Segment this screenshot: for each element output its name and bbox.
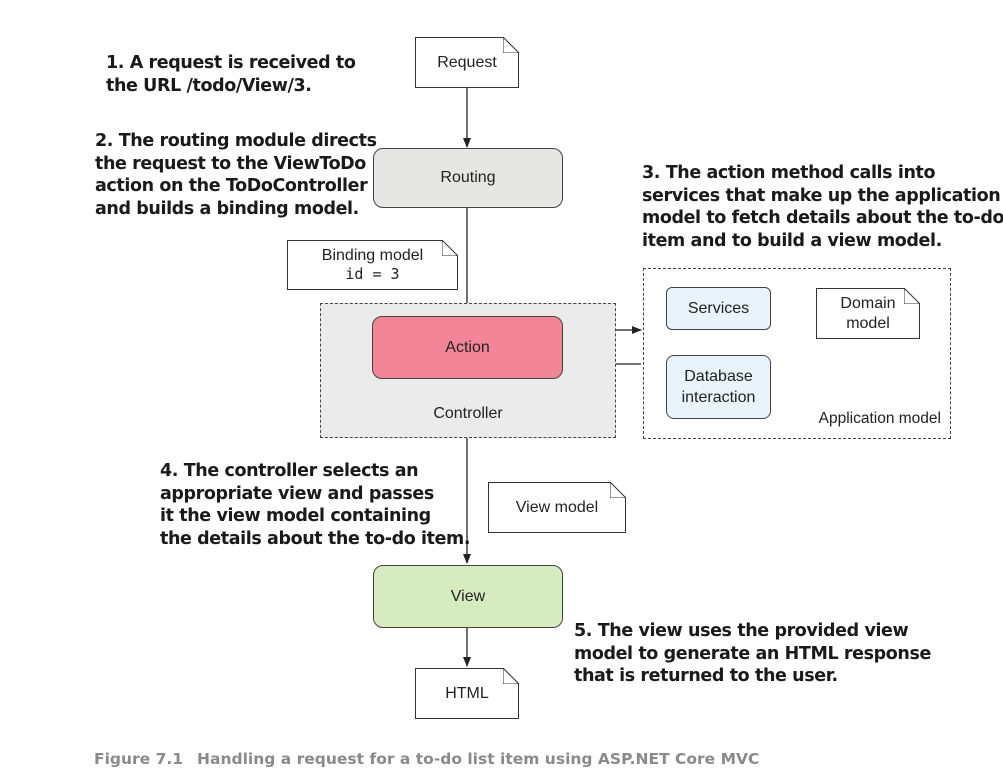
figure-caption-text: Handling a request for a to-do list item… — [197, 750, 760, 768]
figure-caption: Figure 7.1 Handling a request for a to-do… — [94, 750, 759, 768]
annotation-line: model to fetch details about the to-do — [642, 208, 1003, 228]
services-label: Services — [687, 299, 750, 317]
view-model-label: View model — [515, 498, 599, 516]
domain-model-label-line2: model — [846, 314, 890, 332]
annotation-step-4: 4. The controller selects an appropriate… — [160, 460, 471, 550]
annotation-line: model to generate an HTML response — [574, 643, 931, 664]
services-box: Services — [666, 287, 771, 330]
binding-model-title: Binding model — [321, 247, 424, 264]
annotation-line: action on the ToDoController — [95, 176, 368, 196]
annotation-line: and builds a binding model. — [95, 198, 359, 219]
view-label: View — [450, 587, 486, 605]
database-interaction-label-line1: Database — [684, 368, 753, 385]
view-model-document: View model — [488, 482, 626, 533]
action-box: Action — [372, 316, 563, 379]
annotation-line: item and to build a view model. — [642, 230, 942, 251]
folded-corner-icon — [904, 288, 920, 304]
annotation-line: the details about the to-do item. — [160, 528, 471, 549]
folded-corner-icon — [610, 482, 626, 498]
annotation-line: the URL /todo/View/3. — [106, 75, 312, 96]
routing-label: Routing — [440, 169, 496, 186]
action-label: Action — [445, 338, 490, 356]
view-box: View — [373, 565, 563, 628]
annotation-line: appropriate view and passes — [160, 483, 434, 504]
request-label: Request — [437, 53, 497, 71]
figure-number: Figure 7.1 — [94, 750, 184, 768]
binding-model-code: id = 3 — [345, 265, 400, 283]
folded-corner-icon — [503, 37, 519, 53]
annotation-line: it the view model containing — [160, 506, 431, 526]
domain-model-label-line1: Domain — [840, 294, 896, 312]
html-document: HTML — [415, 668, 519, 719]
annotation-step-3: 3. The action method calls into services… — [642, 162, 1003, 252]
application-model-label: Application model — [818, 410, 941, 427]
folded-corner-icon — [442, 240, 458, 256]
database-interaction-label-line2: interaction — [681, 389, 756, 406]
annotation-line: that is returned to the user. — [574, 666, 838, 686]
routing-box: Routing — [373, 148, 563, 208]
binding-model-document: Binding model id = 3 — [287, 240, 458, 290]
annotation-line: services that make up the application — [642, 185, 1001, 206]
annotation-line: 2. The routing module directs — [95, 131, 377, 151]
controller-label: Controller — [433, 405, 503, 422]
annotation-line: the request to the ViewToDo — [95, 153, 366, 174]
annotation-line: 5. The view uses the provided view — [574, 621, 909, 641]
request-document: Request — [415, 37, 519, 88]
html-label: HTML — [445, 684, 489, 702]
annotation-step-1: 1. A request is received to the URL /tod… — [106, 52, 356, 97]
annotation-line: 3. The action method calls into — [642, 163, 936, 183]
annotation-line: 1. A request is received to — [106, 53, 356, 73]
domain-model-document: Domain model — [816, 288, 920, 339]
annotation-step-5: 5. The view uses the provided view model… — [574, 620, 931, 688]
database-interaction-box: Database interaction — [666, 355, 771, 419]
annotation-step-2: 2. The routing module directs the reques… — [95, 130, 377, 220]
folded-corner-icon — [503, 668, 519, 684]
annotation-line: 4. The controller selects an — [160, 461, 419, 481]
